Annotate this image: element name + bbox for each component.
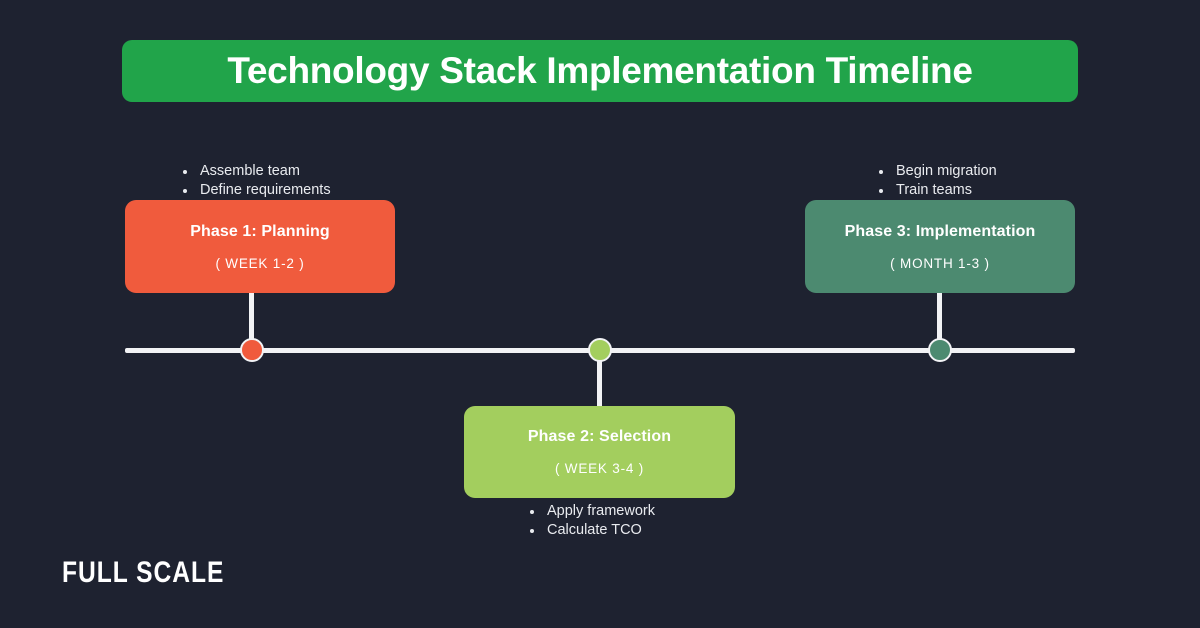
phase-period-phase-1: ( WEEK 1-2 )	[215, 255, 305, 271]
connector-stem-phase-3	[937, 292, 942, 350]
phase-period-phase-2: ( WEEK 3-4 )	[554, 461, 645, 476]
list-item: Define requirements	[183, 182, 331, 200]
phase-card-phase-3[interactable]: Phase 3: Implementation ( MONTH 1-3 )	[805, 200, 1075, 293]
phase-card-phase-2[interactable]: Phase 2: Selection ( WEEK 3-4 )	[464, 406, 735, 498]
page-title: Technology Stack Implementation Timeline	[227, 50, 973, 91]
title-banner: Technology Stack Implementation Timeline	[122, 40, 1078, 102]
timeline-marker-phase-3[interactable]	[928, 338, 952, 362]
phase-bullets-phase-3: Begin migration Train teams	[879, 163, 997, 200]
phase-period-phase-3: ( MONTH 1-3 )	[890, 255, 990, 271]
phase-card-phase-1[interactable]: Phase 1: Planning ( WEEK 1-2 )	[125, 200, 395, 293]
connector-stem-phase-2	[597, 350, 602, 408]
list-item: Apply framework	[530, 503, 655, 521]
full-scale-logo: FULL SCALE	[62, 556, 225, 589]
connector-stem-phase-1	[249, 292, 254, 350]
timeline-marker-phase-2[interactable]	[588, 338, 612, 362]
timeline-marker-phase-1[interactable]	[240, 338, 264, 362]
phase-bullets-phase-2: Apply framework Calculate TCO	[530, 503, 655, 540]
phase-title-phase-3: Phase 3: Implementation	[844, 222, 1036, 240]
phase-title-phase-1: Phase 1: Planning	[190, 222, 330, 240]
list-item: Begin migration	[879, 163, 997, 181]
list-item: Train teams	[879, 182, 997, 200]
list-item: Calculate TCO	[530, 522, 655, 540]
list-item: Assemble team	[183, 163, 331, 181]
phase-title-phase-2: Phase 2: Selection	[527, 428, 672, 445]
phase-bullets-phase-1: Assemble team Define requirements	[183, 163, 331, 200]
